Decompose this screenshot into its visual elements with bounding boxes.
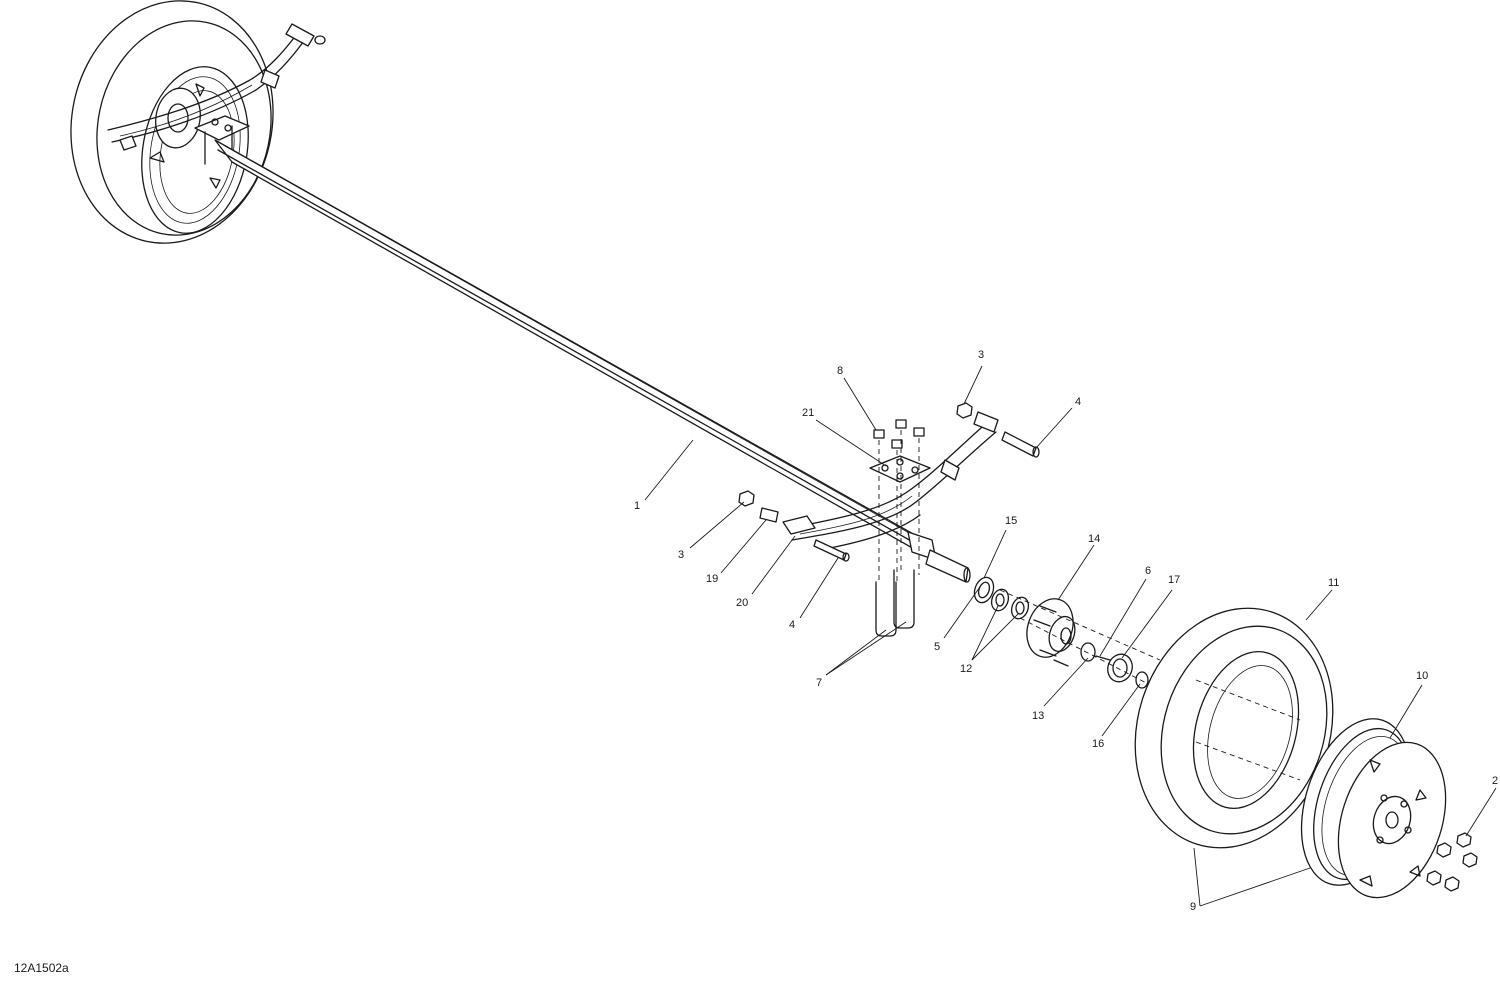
bushing	[759, 507, 779, 523]
callout-9: 9	[1190, 901, 1196, 913]
callout-10: 10	[1416, 670, 1428, 682]
outer-bearing	[1010, 596, 1030, 620]
callout-5: 5	[934, 641, 940, 653]
far-wheel-assembly	[70, 0, 326, 244]
callout-3-right: 3	[978, 349, 984, 361]
nut-right	[956, 402, 973, 419]
callout-4-right: 4	[1075, 396, 1081, 408]
u-bolts	[875, 430, 920, 637]
callout-7: 7	[816, 677, 822, 689]
shackle-bolt-right	[1001, 431, 1040, 458]
callout-17: 17	[1168, 574, 1180, 586]
nut-left	[738, 490, 755, 507]
callout-19: 19	[706, 573, 718, 585]
cotter-pin	[1095, 655, 1111, 661]
spindle	[925, 549, 971, 583]
callout-15: 15	[1005, 515, 1017, 527]
tire	[1134, 607, 1334, 849]
callout-11: 11	[1328, 577, 1339, 589]
callout-6: 6	[1145, 565, 1151, 577]
callout-2: 2	[1492, 775, 1498, 787]
dust-cap	[1107, 653, 1133, 683]
u-bolt-nuts	[873, 419, 925, 449]
callout-20: 20	[736, 597, 748, 609]
callout-labels: 1 2 3 3 4 4 5 6 7 8 9 10 11 12 13 14 15 …	[634, 349, 1498, 913]
callout-21: 21	[802, 407, 814, 419]
wheel-rim	[1300, 718, 1447, 899]
callout-14: 14	[1088, 533, 1100, 545]
axle-tube	[214, 139, 937, 561]
wheel-hub	[1026, 598, 1076, 667]
callout-12: 12	[960, 663, 972, 675]
callout-16: 16	[1092, 738, 1104, 750]
near-leaf-spring	[782, 411, 999, 549]
shackle-bolt-left	[813, 539, 850, 562]
washer	[1135, 671, 1149, 689]
grease-seal	[973, 576, 995, 604]
hub-nut	[1080, 642, 1096, 662]
callout-4-left: 4	[789, 619, 795, 631]
drawing-reference-code: 12A1502a	[14, 961, 69, 975]
leader-lines	[644, 365, 1497, 907]
callout-3-left: 3	[678, 549, 684, 561]
callout-13: 13	[1032, 710, 1044, 722]
callout-1: 1	[634, 500, 640, 512]
callout-8: 8	[837, 365, 843, 377]
lug-nuts	[1426, 832, 1478, 892]
